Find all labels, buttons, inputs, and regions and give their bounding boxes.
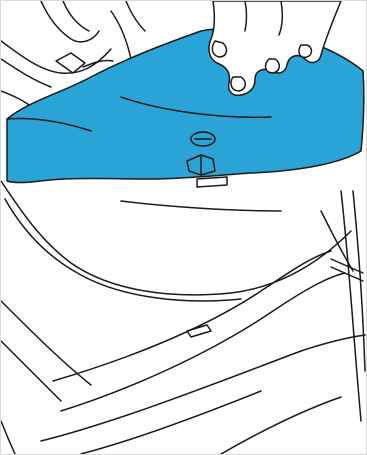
seat-tray-icon xyxy=(1,181,365,454)
